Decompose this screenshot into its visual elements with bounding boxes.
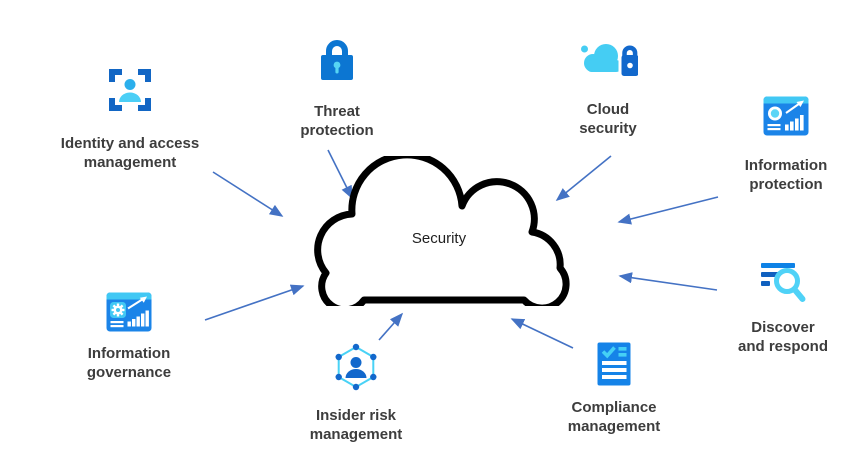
lock-icon bbox=[321, 40, 353, 80]
checklist-icon bbox=[597, 342, 631, 386]
node-label: Information governance bbox=[86, 345, 172, 381]
arrow-identity-to-cloud bbox=[212, 171, 284, 217]
node-identity-and-access-management: Identity and access management bbox=[35, 68, 225, 172]
node-insider-risk-management: Insider risk management bbox=[261, 340, 451, 444]
dashboard-gear-icon bbox=[106, 292, 152, 332]
node-label: Cloud security bbox=[579, 101, 637, 137]
node-label: Information protection bbox=[744, 157, 828, 193]
cloud-shape-icon bbox=[314, 156, 570, 306]
node-discover-and-respond: Discover and respond bbox=[688, 261, 863, 356]
node-label: Compliance management bbox=[567, 399, 661, 435]
node-label: Threat protection bbox=[300, 103, 374, 139]
node-compliance-management: Compliance management bbox=[519, 342, 709, 436]
person-network-icon bbox=[335, 343, 377, 391]
security-cloud: Security bbox=[314, 156, 570, 306]
identity-frame-icon bbox=[109, 69, 151, 111]
node-threat-protection: Threat protection bbox=[242, 38, 432, 140]
node-information-protection: Information protection bbox=[691, 96, 863, 194]
node-label: Identity and access management bbox=[60, 135, 200, 171]
node-cloud-security: Cloud security bbox=[513, 42, 703, 138]
node-label: Insider risk management bbox=[309, 407, 403, 443]
search-filter-icon bbox=[761, 263, 806, 302]
arrow-insider-to-cloud bbox=[378, 312, 404, 341]
cloud-lock-icon bbox=[581, 44, 638, 78]
cloud-title: Security bbox=[411, 230, 467, 247]
arrow-infoprotection-to-cloud bbox=[617, 196, 719, 225]
node-label: Discover and respond bbox=[737, 319, 828, 355]
node-information-governance: Information governance bbox=[34, 292, 224, 382]
dashboard-chart-icon bbox=[763, 96, 809, 136]
